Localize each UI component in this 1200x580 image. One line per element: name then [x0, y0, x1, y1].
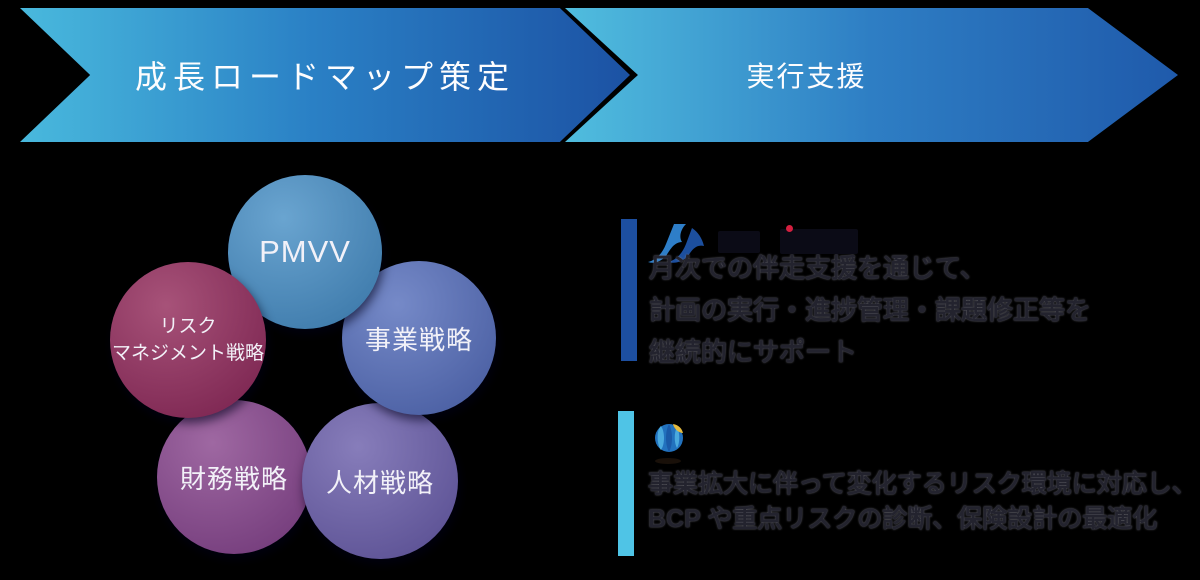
circle-pmvv-label: PMVV — [259, 234, 351, 269]
logo-wordmark-dark-block — [718, 231, 760, 253]
support-2-line-2: BCP や重点リスクの診断、保険設計の最適化 — [648, 505, 1158, 533]
circle-risk-label-line1: リスク — [159, 316, 217, 337]
banner-execution-support: 実行支援 — [565, 8, 1178, 142]
support-section-1-text: 月次での伴走支援を通じて、 計画の実行・進捗管理・課題修正等を 継続的にサポート — [649, 247, 1091, 373]
globe-company-logo-icon — [651, 421, 689, 465]
section-1-accent-bar — [621, 219, 637, 361]
circle-risk-management-strategy: リスク マネジメント戦略 — [110, 262, 266, 418]
support-section-2-text: 事業拡大に伴って変化するリスク環境に対応し、 BCP や重点リスクの診断、保険設… — [648, 467, 1197, 537]
circle-financial-strategy-label: 財務戦略 — [179, 463, 288, 494]
banner-growth-roadmap-label: 成長ロードマップ策定 — [134, 59, 515, 95]
circle-risk-label-line2: マネジメント戦略 — [111, 343, 264, 364]
support-2-line-1: 事業拡大に伴って変化するリスク環境に対応し、 — [648, 470, 1197, 498]
circle-hr-strategy-label: 人材戦略 — [325, 467, 434, 498]
support-1-line-2: 計画の実行・進捗管理・課題修正等を — [649, 295, 1092, 325]
circle-financial-strategy: 財務戦略 — [157, 400, 311, 554]
support-1-line-1: 月次での伴走支援を通じて、 — [649, 253, 986, 283]
banner-execution-support-label: 実行支援 — [746, 61, 867, 92]
circle-business-strategy: 事業戦略 — [342, 261, 496, 415]
wave-ribbon-company-logo-icon — [646, 218, 712, 264]
section-2-accent-bar — [618, 411, 634, 556]
circle-business-strategy-label: 事業戦略 — [364, 324, 473, 355]
logo-red-dot-icon — [786, 225, 793, 232]
circle-hr-strategy: 人材戦略 — [302, 403, 458, 559]
logo-wordmark-dark-block — [780, 229, 858, 254]
banner-growth-roadmap: 成長ロードマップ策定 — [20, 8, 630, 142]
support-1-line-3: 継続的にサポート — [649, 337, 858, 367]
